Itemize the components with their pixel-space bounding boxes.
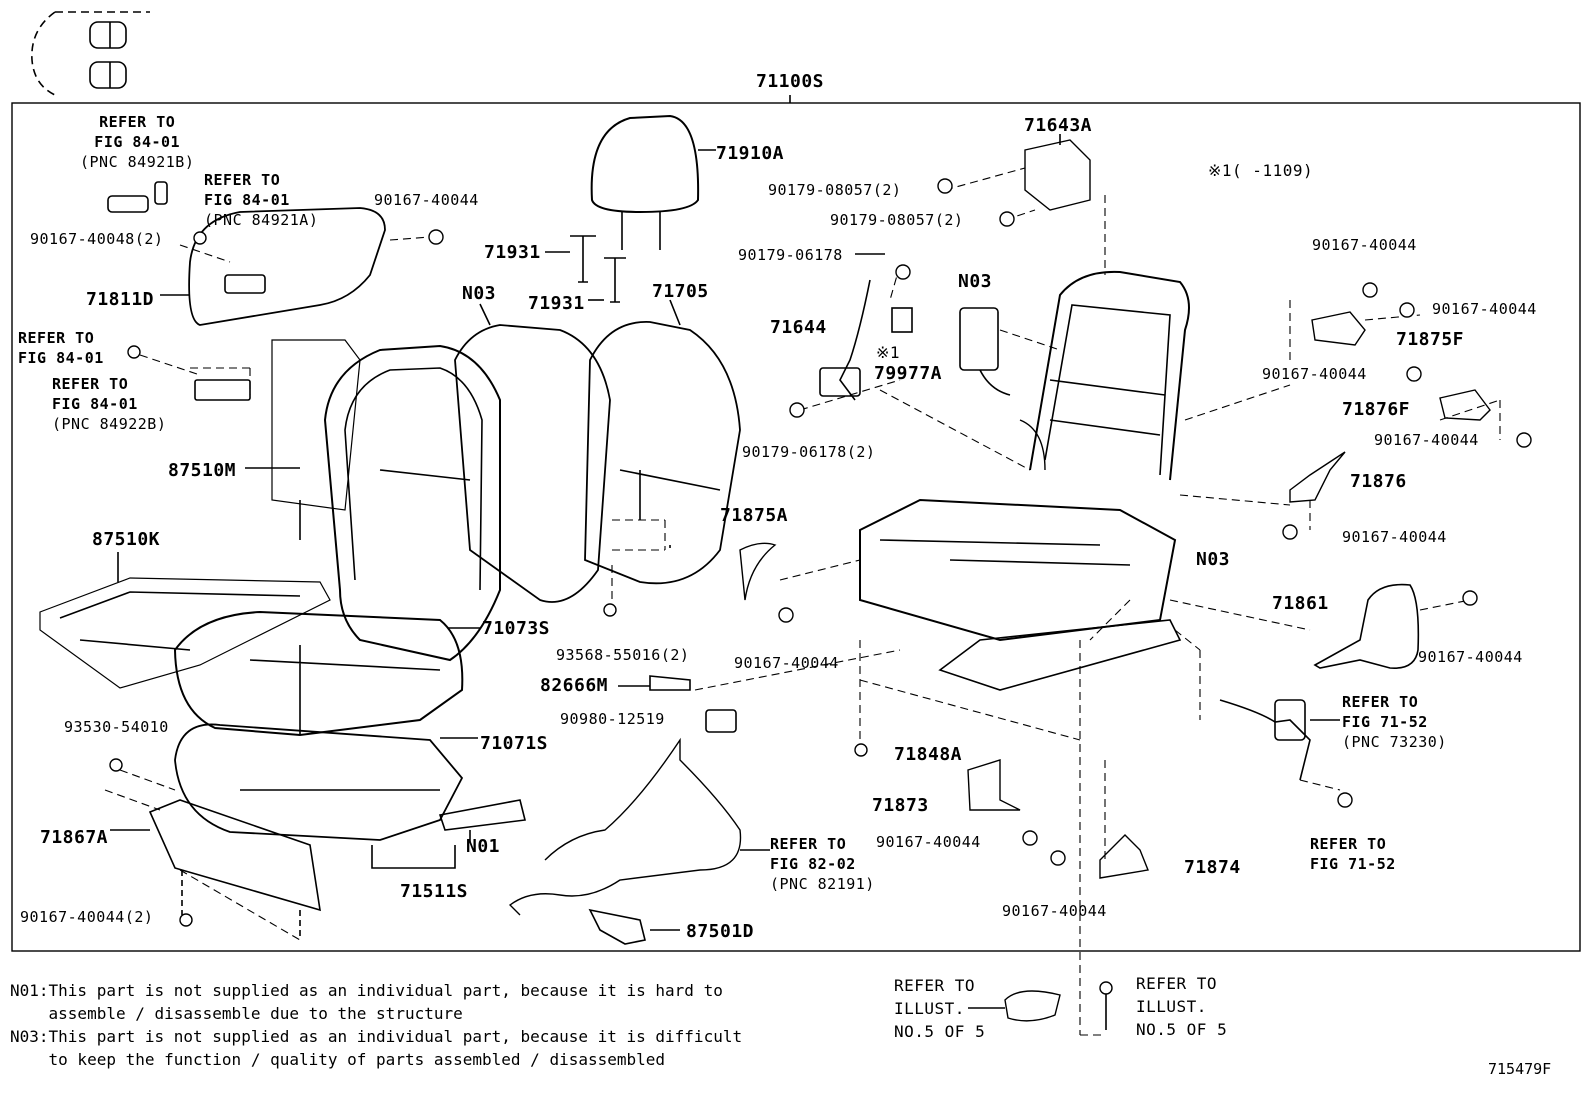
part-87510M[interactable]: 87510M: [168, 460, 237, 481]
bolt-90167-40044-c3[interactable]: 90167-40044: [1002, 902, 1107, 920]
part-71867A[interactable]: 71867A: [40, 827, 109, 848]
nut-90179-06178-2[interactable]: 90179-06178(2): [742, 443, 876, 461]
ref-line: REFER TO: [52, 375, 129, 393]
bolt-90167-40044-c1[interactable]: 90167-40044: [734, 654, 839, 672]
bolt-93568-55016[interactable]: 93568-55016(2): [556, 646, 690, 664]
part-71874[interactable]: 71874: [1184, 857, 1241, 878]
part-71643A[interactable]: 71643A: [1024, 115, 1093, 136]
refer-82191[interactable]: REFER TO FIG 82-02 (PNC 82191): [770, 834, 875, 894]
ref-line: REFER TO: [1136, 974, 1218, 993]
refer-84921B[interactable]: REFER TO FIG 84-01 (PNC 84921B): [80, 112, 194, 172]
nut-90179-06178[interactable]: 90179-06178: [738, 246, 843, 264]
bolt-90167-40044-r6[interactable]: 90167-40044: [1418, 648, 1523, 666]
variant-note: ※1( -1109): [1208, 161, 1314, 180]
part-N03-airbag[interactable]: N03: [958, 271, 993, 292]
part-71875F[interactable]: 71875F: [1396, 329, 1465, 350]
refer-illust-left[interactable]: REFER TO ILLUST. NO.5 OF 5: [894, 974, 985, 1043]
refer-fig-71-52[interactable]: REFER TO FIG 71-52: [1310, 834, 1396, 874]
bolt-90167-40048[interactable]: 90167-40048(2): [30, 230, 164, 248]
ref-line: (PNC 84921B): [80, 153, 195, 171]
bolt-90167-40044-top[interactable]: 90167-40044: [374, 191, 479, 209]
bolt-90167-40044-c2[interactable]: 90167-40044: [876, 833, 981, 851]
bolt-90167-40044-r4[interactable]: 90167-40044: [1374, 431, 1479, 449]
bolt-90167-40044-r5[interactable]: 90167-40044: [1342, 528, 1447, 546]
ref-line: FIG 84-01: [18, 349, 104, 367]
part-71073S[interactable]: 71073S: [482, 618, 551, 639]
ref-line: REFER TO: [204, 171, 281, 189]
part-71931-lower[interactable]: 71931: [528, 293, 585, 314]
part-71861[interactable]: 71861: [1272, 593, 1329, 614]
ref-line: REFER TO: [99, 113, 176, 131]
ref-line: NO.5 OF 5: [1136, 1020, 1228, 1039]
part-87510K[interactable]: 87510K: [92, 529, 161, 550]
part-71931-upper[interactable]: 71931: [484, 242, 541, 263]
ref-line: REFER TO: [894, 976, 976, 995]
part-87501D[interactable]: 87501D: [686, 921, 755, 942]
bolt-90167-40044-r1[interactable]: 90167-40044: [1312, 236, 1417, 254]
variant-mark: ※1: [876, 343, 901, 362]
part-71511S[interactable]: 71511S: [400, 881, 469, 902]
part-71876F[interactable]: 71876F: [1342, 399, 1411, 420]
ref-line: REFER TO: [1342, 693, 1419, 711]
ref-line: REFER TO: [18, 329, 95, 347]
part-71705[interactable]: 71705: [652, 281, 709, 302]
part-71910A[interactable]: 71910A: [716, 143, 785, 164]
refer-fig-84-01[interactable]: REFER TO FIG 84-01: [18, 328, 104, 368]
assembly-title: 71100S: [756, 71, 825, 92]
footnote-n01-line1: N01:This part is not supplied as an indi…: [10, 981, 723, 1000]
part-N03-pad[interactable]: N03: [462, 283, 497, 304]
ref-line: ILLUST.: [894, 999, 965, 1018]
refer-84922B[interactable]: REFER TO FIG 84-01 (PNC 84922B): [52, 374, 166, 434]
refer-84921A[interactable]: REFER TO FIG 84-01 (PNC 84921A): [204, 170, 318, 230]
part-N01[interactable]: N01: [466, 836, 501, 857]
footnote-n03-line1: N03:This part is not supplied as an indi…: [10, 1027, 743, 1046]
part-71071S[interactable]: 71071S: [480, 733, 549, 754]
part-71873[interactable]: 71873: [872, 795, 929, 816]
bolt-90167-40044-r2[interactable]: 90167-40044: [1432, 300, 1537, 318]
ref-line: FIG 71-52: [1342, 713, 1428, 731]
part-71848A[interactable]: 71848A: [894, 744, 963, 765]
part-71875A[interactable]: 71875A: [720, 505, 789, 526]
part-71811D[interactable]: 71811D: [86, 289, 155, 310]
ref-line: (PNC 84921A): [204, 211, 319, 229]
footnote-n03-line2: to keep the function / quality of parts …: [10, 1050, 666, 1069]
part-79977A[interactable]: 79977A: [874, 363, 943, 384]
part-N03-frame[interactable]: N03: [1196, 549, 1231, 570]
nut-90179-08057-b[interactable]: 90179-08057(2): [830, 211, 964, 229]
clip-90980-12519[interactable]: 90980-12519: [560, 710, 665, 728]
bolt-90167-40044-r3[interactable]: 90167-40044: [1262, 365, 1367, 383]
ref-line: FIG 84-01: [94, 133, 181, 151]
bolt-90167-40044-2[interactable]: 90167-40044(2): [20, 908, 154, 926]
refer-73230[interactable]: REFER TO FIG 71-52 (PNC 73230): [1342, 692, 1447, 752]
part-82666M[interactable]: 82666M: [540, 675, 609, 696]
nut-90179-08057-a[interactable]: 90179-08057(2): [768, 181, 902, 199]
part-71644[interactable]: 71644: [770, 317, 827, 338]
part-71876[interactable]: 71876: [1350, 471, 1407, 492]
ref-line: REFER TO: [770, 835, 847, 853]
figure-code: 715479F: [1488, 1060, 1552, 1078]
ref-line: (PNC 73230): [1342, 733, 1447, 751]
ref-line: (PNC 82191): [770, 875, 875, 893]
ref-line: FIG 82-02: [770, 855, 856, 873]
ref-line: FIG 84-01: [52, 395, 138, 413]
ref-line: (PNC 84922B): [52, 415, 167, 433]
ref-line: REFER TO: [1310, 835, 1387, 853]
ref-line: FIG 84-01: [204, 191, 290, 209]
refer-illust-right[interactable]: REFER TO ILLUST. NO.5 OF 5: [1136, 972, 1227, 1041]
screw-93530-54010[interactable]: 93530-54010: [64, 718, 169, 736]
ref-line: FIG 71-52: [1310, 855, 1396, 873]
footnote-n01-line2: assemble / disassemble due to the struct…: [10, 1004, 463, 1023]
ref-line: NO.5 OF 5: [894, 1022, 986, 1041]
ref-line: ILLUST.: [1136, 997, 1207, 1016]
